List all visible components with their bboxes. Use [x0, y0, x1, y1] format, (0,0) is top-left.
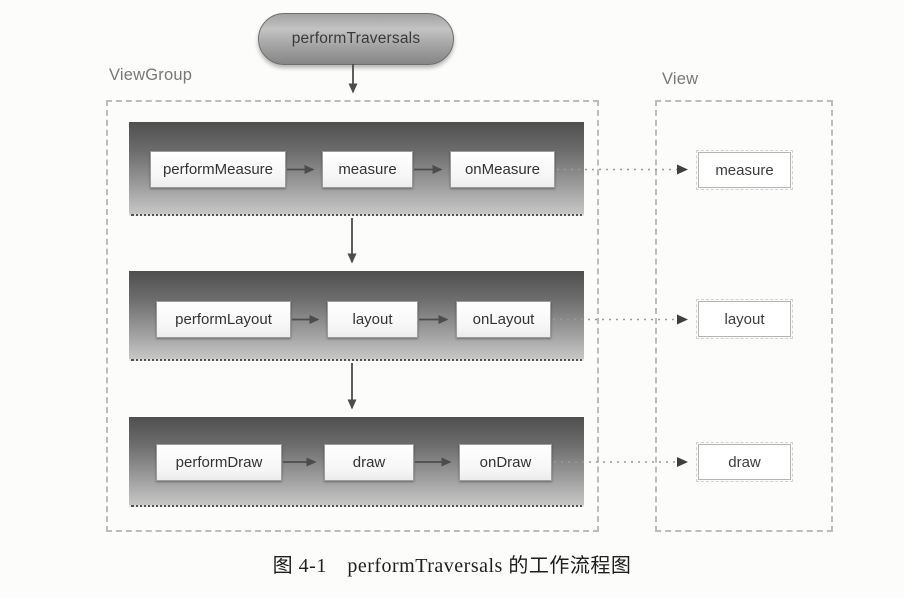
view-measure-node: measure: [696, 150, 793, 190]
viewgroup-label: ViewGroup: [109, 66, 193, 84]
draw-node: draw: [324, 444, 414, 481]
layout-label: layout: [352, 311, 393, 328]
view-label: View: [662, 70, 699, 88]
on-layout-label: onLayout: [472, 311, 535, 328]
on-draw-node: onDraw: [459, 444, 552, 481]
perform-measure-label: performMeasure: [162, 161, 274, 178]
perform-layout-label: performLayout: [175, 311, 272, 328]
view-measure-label: measure: [715, 161, 774, 179]
view-draw-label: draw: [728, 453, 761, 471]
on-measure-node: onMeasure: [450, 151, 555, 188]
perform-traversals-node: performTraversals: [258, 13, 454, 65]
view-container: [655, 100, 833, 532]
view-layout-node: layout: [696, 299, 793, 339]
perform-layout-node: performLayout: [156, 301, 291, 338]
figure-caption: 图 4-1 performTraversals 的工作流程图: [272, 555, 632, 577]
perform-measure-node: performMeasure: [150, 151, 286, 188]
view-layout-label: layout: [724, 310, 765, 328]
on-draw-label: onDraw: [479, 454, 532, 471]
perform-draw-node: performDraw: [156, 444, 282, 481]
draw-label: draw: [352, 454, 386, 471]
perform-draw-label: performDraw: [175, 454, 263, 471]
measure-node: measure: [322, 151, 413, 188]
viewgroup-container: [106, 100, 599, 532]
measure-label: measure: [338, 161, 397, 178]
perform-traversals-label: performTraversals: [291, 30, 421, 47]
layout-node: layout: [327, 301, 418, 338]
on-layout-node: onLayout: [456, 301, 551, 338]
on-measure-label: onMeasure: [464, 161, 541, 178]
view-draw-node: draw: [696, 442, 793, 482]
